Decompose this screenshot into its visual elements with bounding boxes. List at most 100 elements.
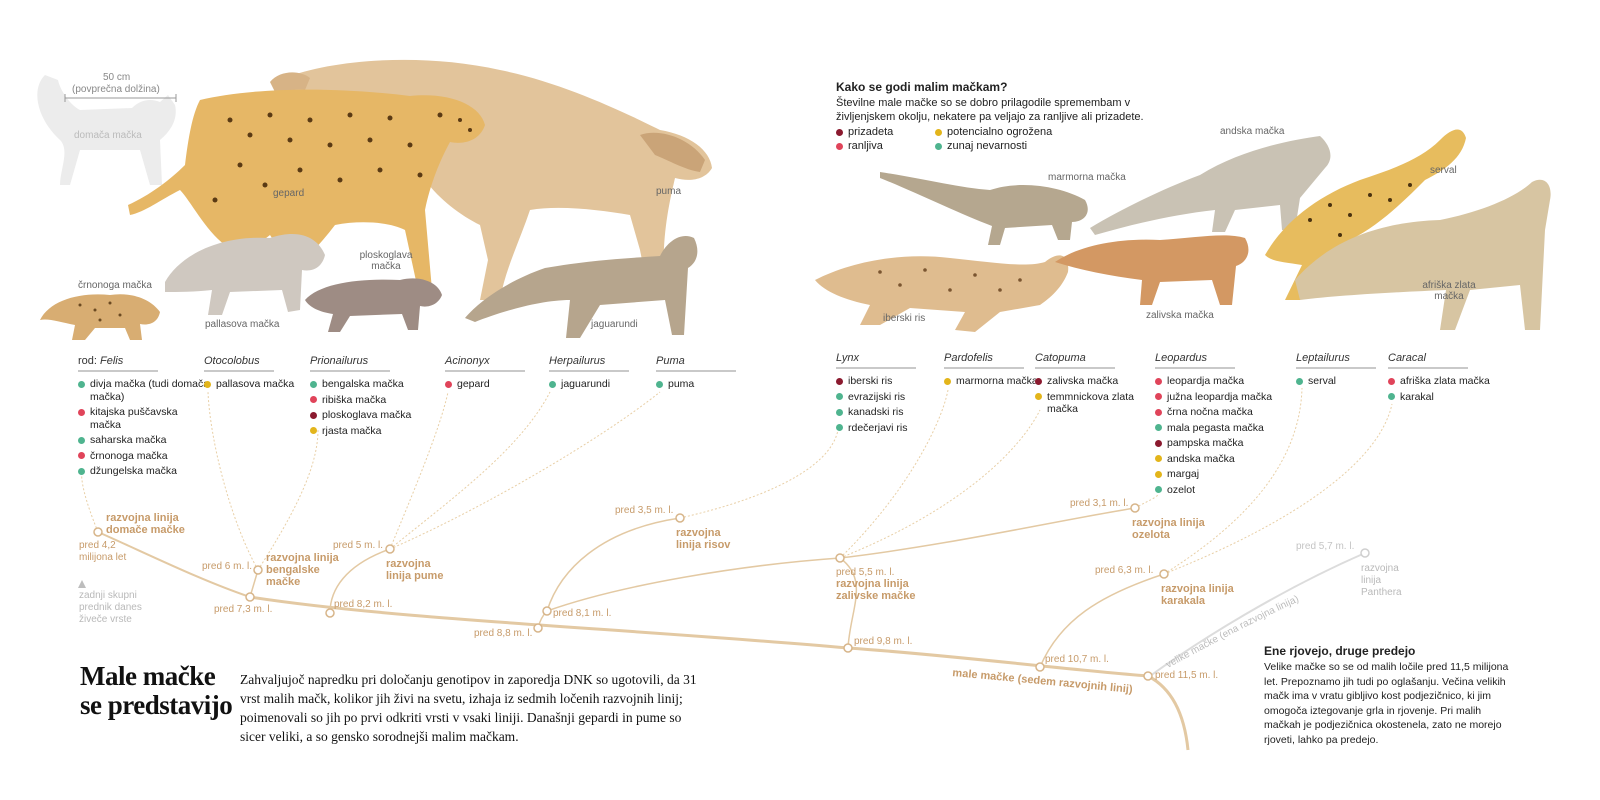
legend-label: prizadeta [848, 126, 894, 138]
node-label-5: pred 5 m. l. [333, 540, 384, 551]
node-label-8-2: pred 8,2 m. l. [334, 599, 393, 610]
status-dot [836, 377, 843, 385]
panthera-node [1360, 548, 1370, 558]
pallas-cat-illustration [165, 234, 325, 315]
species-label: evrazijski ris [848, 390, 906, 403]
species-item: marmorna mačka [944, 375, 1076, 388]
lineage-label-karakala: razvojna linija karakala [1161, 583, 1234, 607]
animal-label-jaguarundi: jaguarundi [591, 319, 638, 330]
genus-name: Catopuma [1035, 352, 1086, 364]
species-label: jaguarundi [561, 378, 611, 390]
status-dot [204, 380, 211, 388]
species-label: leopardja mačka [1167, 375, 1245, 387]
intro-text: Zahvaljujoč napredku pri določanju genot… [240, 672, 697, 744]
status-dot [78, 408, 85, 416]
species-label: serval [1308, 375, 1337, 387]
species-item: džungelska mačka [78, 465, 210, 478]
legend-item-vulnerable: ranljiva [836, 140, 883, 152]
node-label-5-5: pred 5,5 m. l. [836, 567, 895, 578]
species-item: puma [656, 378, 788, 391]
status-dot [836, 129, 843, 136]
iberian-lynx-illustration [815, 255, 1069, 332]
species-label: mala pegasta mačka [1167, 421, 1264, 434]
node-label-6: pred 6 m. l. [202, 561, 253, 572]
status-dot [78, 436, 85, 444]
status-dot [78, 380, 85, 388]
genus-name: Felis [100, 355, 124, 367]
species-item: karakal [1388, 391, 1520, 404]
species-label: iberski ris [848, 375, 893, 387]
status-dot [836, 393, 843, 400]
species-label: afriška zlata mačka [1400, 375, 1490, 387]
status-dot [836, 143, 843, 150]
species-item: ribiška mačka [310, 394, 442, 407]
node-label-10-7: pred 10,7 m. l. [1045, 654, 1109, 665]
scale-reference: domača mačka [74, 130, 142, 141]
animal-label-gepard: gepard [273, 188, 305, 199]
species-item: ploskoglava mačka [310, 409, 442, 422]
species-item: saharska mačka [78, 434, 210, 447]
animal-label-afriska: afriška zlata mačka [1422, 280, 1476, 302]
node-label-5-7: pred 5,7 m. l. [1296, 541, 1355, 552]
scale-length: 50 cm [103, 72, 131, 83]
status-dot [310, 396, 317, 403]
node-label-8-1: pred 8,1 m. l. [553, 608, 612, 619]
species-item: afriška zlata mačka [1388, 375, 1520, 388]
marbled-cat-illustration [880, 172, 1088, 245]
domestic-cat-silhouette [37, 75, 176, 185]
status-dot [656, 380, 663, 388]
cheetah-illustration [128, 89, 485, 290]
species-label: marmorna mačka [956, 375, 1038, 387]
animal-label-zalivska: zalivska mačka [1146, 310, 1214, 321]
genus-title: Catopuma [1035, 352, 1115, 369]
genus-leopardus: Leopardus leopardja mačka južna leopardja … [1155, 352, 1272, 496]
node-label-8-8: pred 8,8 m. l. [474, 628, 533, 639]
legend-item-endangered: prizadeta [836, 126, 893, 138]
species-label: margaj [1167, 468, 1200, 480]
genus-herpailurus: Herpailurus jaguarundi [549, 355, 629, 391]
species-label: pallasova mačka [216, 378, 295, 390]
status-dot [836, 424, 843, 431]
flat-headed-cat-illustration [305, 278, 442, 332]
node-label-11-5: pred 11,5 m. l. [1155, 670, 1219, 681]
animal-label-ploskoglava: ploskoglava mačka [359, 250, 413, 272]
species-label: rjasta mačka [322, 424, 382, 437]
lineage-label-bengalske: razvojna linija bengalske mačke [266, 552, 339, 588]
species-label: karakal [1400, 390, 1434, 403]
species-item: črna nočna mačka [1155, 406, 1287, 419]
scale-note: (povprečna dolžina) [72, 84, 160, 95]
node-label-6-3: pred 6,3 m. l. [1095, 565, 1154, 576]
species-item: južna leopardja mačka [1155, 391, 1287, 404]
genus-title: Herpailurus [549, 355, 629, 372]
genus-title: Leptailurus [1296, 352, 1376, 369]
species-label: ozelot [1167, 483, 1196, 496]
status-dot [935, 129, 942, 136]
genus-name: Lynx [836, 352, 860, 364]
species-item: bengalska mačka [310, 378, 442, 391]
species-item: zalivska mačka [1035, 375, 1167, 388]
african-golden-cat-illustration [1295, 179, 1551, 330]
status-dot [944, 377, 951, 385]
genus-title: Acinonyx [445, 355, 525, 372]
status-dot [1035, 377, 1042, 385]
lineage-label-ozelota: razvojna linija ozelota [1132, 517, 1205, 541]
genus-title: Leopardus [1155, 352, 1235, 369]
genus-title: Otocolobus [204, 355, 274, 372]
species-label: bengalska mačka [322, 378, 404, 390]
animal-label-serval: serval [1430, 165, 1457, 176]
bay-cat-illustration [1055, 235, 1249, 305]
species-label: zalivska mačka [1047, 375, 1119, 387]
black-footed-cat-illustration [40, 294, 160, 340]
lineage-label-panthera: razvojna linija Panthera [1361, 563, 1402, 598]
page-title: Male mačke se predstavijo [80, 661, 233, 720]
species-label: kanadski ris [848, 406, 904, 418]
species-label: južna leopardja mačka [1167, 390, 1273, 403]
species-item: mala pegasta mačka [1155, 422, 1287, 435]
species-item: serval [1296, 375, 1428, 388]
status-dot [1155, 439, 1162, 447]
